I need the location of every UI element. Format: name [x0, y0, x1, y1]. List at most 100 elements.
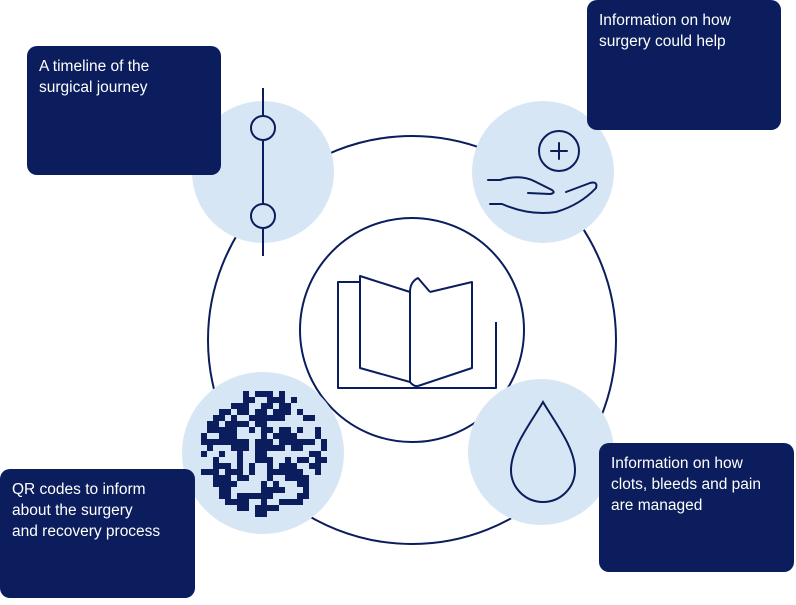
qr-module	[225, 409, 231, 415]
qr-module	[213, 475, 219, 481]
qr-module	[249, 415, 255, 421]
qr-module	[315, 427, 321, 433]
qr-module	[291, 397, 297, 403]
qr-module	[243, 403, 249, 409]
qr-module	[267, 427, 273, 433]
qr-module	[297, 409, 303, 415]
clots-label-box: Information on how clots, bleeds and pai…	[599, 443, 794, 572]
qr-module	[261, 415, 267, 421]
qr-module	[231, 433, 237, 439]
qr-module	[225, 493, 231, 499]
qr-module	[261, 451, 267, 457]
qr-module	[225, 487, 231, 493]
qr-module	[213, 427, 219, 433]
qr-module	[279, 439, 285, 445]
qr-module	[243, 505, 249, 511]
qr-module	[219, 409, 225, 415]
qr-module	[213, 481, 219, 487]
qr-module	[303, 481, 309, 487]
qr-module	[279, 397, 285, 403]
qr-module	[207, 439, 213, 445]
qr-module	[237, 475, 243, 481]
qr-module	[303, 487, 309, 493]
qr-module	[279, 433, 285, 439]
surgery-label-box: Information on how surgery could help	[587, 0, 781, 130]
qr-module	[315, 469, 321, 475]
qr-module	[255, 511, 261, 517]
surgery-label-line-2: surgery could help	[599, 33, 726, 50]
drop-icon	[509, 400, 577, 503]
qr-module	[213, 463, 219, 469]
qr-module	[219, 475, 225, 481]
qr-module	[267, 463, 273, 469]
qr-module	[291, 499, 297, 505]
qr-module	[279, 445, 285, 451]
qr-module	[237, 421, 243, 427]
clots-label-line-2: clots, bleeds and pain	[611, 476, 761, 493]
qr-module	[261, 493, 267, 499]
qr-module	[261, 499, 267, 505]
qr-code-icon	[201, 391, 327, 517]
qr-module	[225, 427, 231, 433]
qr-module	[267, 457, 273, 463]
qr-module	[261, 391, 267, 397]
qr-module	[273, 487, 279, 493]
qr-module	[303, 457, 309, 463]
qr-module	[285, 475, 291, 481]
qr-module	[315, 457, 321, 463]
qr-module	[219, 487, 225, 493]
qr-module	[309, 439, 315, 445]
qr-module	[261, 433, 267, 439]
qr-module	[213, 421, 219, 427]
qr-module	[255, 439, 261, 445]
qr-module	[237, 457, 243, 463]
qr-module	[285, 457, 291, 463]
qr-module	[321, 439, 327, 445]
qr-module	[243, 493, 249, 499]
qr-module	[255, 505, 261, 511]
qr-module	[231, 499, 237, 505]
qr-module	[261, 445, 267, 451]
qr-module	[291, 433, 297, 439]
qr-module	[261, 409, 267, 415]
qr-module	[213, 415, 219, 421]
qr-module	[237, 469, 243, 475]
qr-module	[225, 469, 231, 475]
qr-module	[291, 463, 297, 469]
qr-module	[201, 451, 207, 457]
qr-module	[255, 493, 261, 499]
qr-module	[243, 421, 249, 427]
qr-module	[225, 475, 231, 481]
qr-module	[213, 469, 219, 475]
qr-module	[291, 475, 297, 481]
qr-module	[255, 445, 261, 451]
qr-module	[285, 469, 291, 475]
hand-plus-icon	[487, 130, 598, 214]
qr-module	[285, 433, 291, 439]
qr-module	[297, 499, 303, 505]
qr-module	[237, 409, 243, 415]
qr-module	[255, 421, 261, 427]
qr-module	[237, 505, 243, 511]
qr-module	[297, 481, 303, 487]
qr-module	[279, 487, 285, 493]
qr-module	[243, 439, 249, 445]
inner-ring	[299, 217, 525, 443]
qr-module	[231, 421, 237, 427]
qr-module	[231, 439, 237, 445]
qr-module	[285, 499, 291, 505]
qr-module	[285, 427, 291, 433]
qr-module	[225, 499, 231, 505]
qr-label-line-1: QR codes to inform	[12, 481, 146, 498]
qr-module	[243, 445, 249, 451]
qr-module	[249, 397, 255, 403]
timeline-label-line-2: surgical journey	[39, 79, 148, 96]
qr-module	[249, 427, 255, 433]
qr-module	[321, 445, 327, 451]
qr-module	[207, 469, 213, 475]
qr-module	[279, 409, 285, 415]
qr-module	[267, 487, 273, 493]
qr-module	[315, 433, 321, 439]
qr-module	[219, 439, 225, 445]
